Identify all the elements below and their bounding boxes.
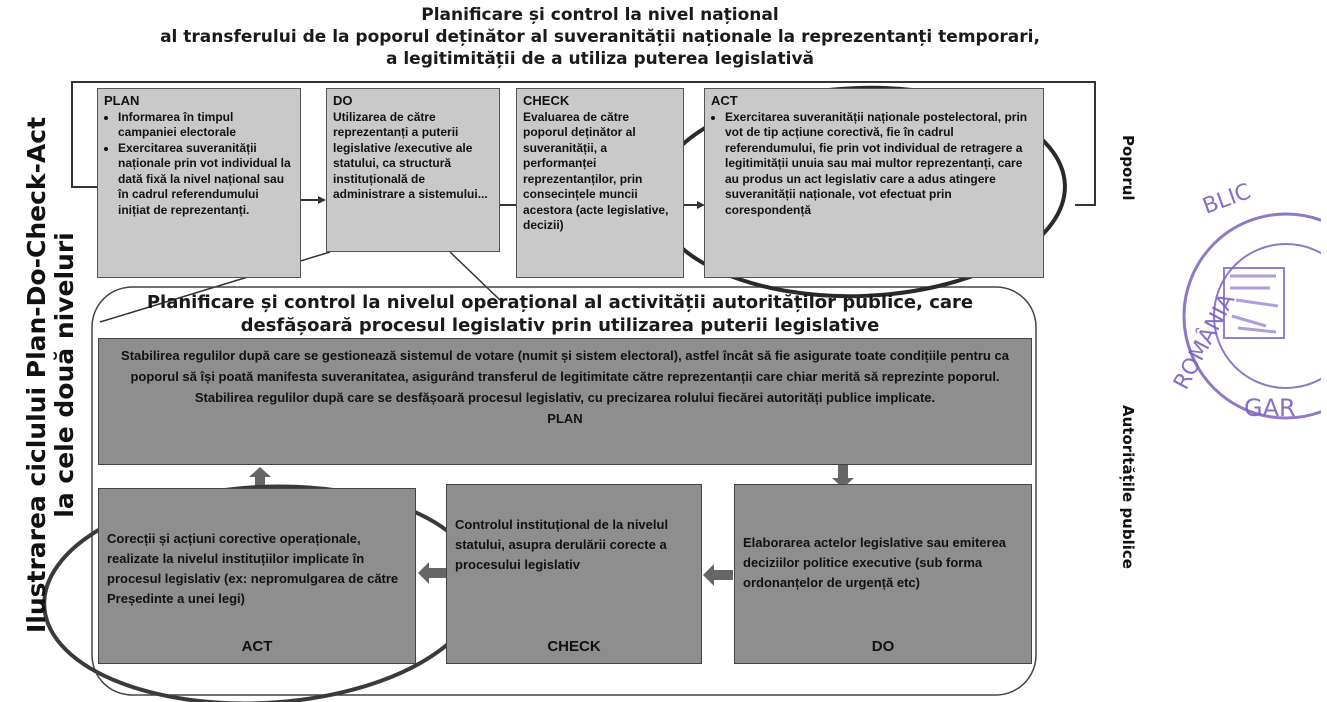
right-label-autoritati: Autoritățile publice (1119, 405, 1137, 569)
arrowhead-check-act (697, 201, 705, 209)
arrow-check-act-head (418, 562, 429, 584)
operational-do-box: Elaborarea actelor legislative sau emite… (734, 484, 1032, 664)
operational-plan-text: Stabilirea regulilor după care se gestio… (121, 348, 1009, 405)
national-do-text: Utilizarea de către reprezentanți a pute… (333, 109, 488, 202)
arrowhead-plan-do (318, 196, 326, 204)
operational-plan-label: PLAN (547, 411, 583, 426)
national-act-bullet-1: Exercitarea suveranității naționale post… (725, 110, 1037, 219)
national-level-title: Planificare și control la nivel național… (60, 4, 1140, 70)
national-plan-list: Informarea în timpul campaniei electoral… (104, 110, 294, 219)
arrow-do-check-stem (713, 570, 733, 580)
operational-title-line-2: desfășoară procesul legislativ prin util… (240, 315, 880, 336)
national-do-box: DO Utilizarea de către reprezentanți a p… (326, 88, 500, 252)
left-title-line-1: Ilustrarea ciclului Plan-Do-Check-Act (22, 116, 51, 634)
operational-title: Planificare și control la nivelul operaț… (110, 291, 1010, 337)
operational-act-box: Corecții și acțiuni corective operaționa… (98, 488, 416, 664)
operational-container (91, 286, 1037, 696)
operational-act-text: Corecții și acțiuni corective operaționa… (107, 531, 399, 606)
operational-plan-box: Stabilirea regulilor după care se gestio… (98, 338, 1032, 465)
arrow-do-check-head (703, 564, 714, 586)
national-check-heading: CHECK (523, 93, 570, 108)
zoom-line-right (449, 251, 501, 301)
national-act-box: ACT Exercitarea suveranității naționale … (704, 88, 1044, 278)
national-check-box: CHECK Evaluarea de către poporul deținăt… (516, 88, 684, 278)
operational-do-text: Elaborarea actelor legislative sau emite… (743, 535, 1007, 590)
national-act-list: Exercitarea suveranității naționale post… (711, 110, 1037, 219)
arrow-check-act-stem (428, 568, 448, 578)
title-line-1: Planificare și control la nivel național (421, 5, 779, 25)
national-act-heading: ACT (711, 93, 738, 108)
national-do-heading: DO (333, 93, 353, 108)
arrow-act-up-head (249, 467, 271, 477)
operational-check-box: Controlul instituțional de la nivelul st… (446, 484, 702, 664)
national-plan-heading: PLAN (104, 93, 140, 108)
national-check-text: Evaluarea de către poporul deținător al … (523, 109, 669, 233)
right-label-poporul: Poporul (1119, 135, 1137, 201)
stamp-text-bottom: GAR (1244, 394, 1296, 422)
title-line-3: a legitimității de a utiliza puterea leg… (385, 49, 815, 69)
national-plan-bullet-1: Informarea în timpul campaniei electoral… (118, 110, 294, 141)
arrow-plan-down-stem (838, 465, 848, 479)
national-plan-box: PLAN Informarea în timpul campaniei elec… (97, 88, 301, 278)
arrow-act-up-stem (255, 476, 265, 490)
feedback-loop-line (71, 81, 1096, 206)
operational-check-label: CHECK (547, 638, 601, 655)
title-line-2: al transferului de la poporul deținător … (160, 27, 1040, 47)
stamp-seal: BLIC ROMÂNIA GAR (1168, 179, 1321, 422)
operational-act-label: ACT (241, 638, 273, 655)
operational-do-label: DO (871, 638, 895, 655)
left-title-line-2: la cele două niveluri (50, 232, 79, 518)
national-plan-bullet-2: Exercitarea suveranității naționale prin… (118, 141, 294, 219)
arrow-plan-down-head (832, 478, 854, 488)
stamp-text-top: BLIC (1200, 179, 1255, 219)
operational-title-line-1: Planificare și control la nivelul operaț… (146, 292, 974, 313)
left-vertical-title: Ilustrarea ciclului Plan-Do-Check-Act la… (22, 95, 79, 655)
operational-check-text: Controlul instituțional de la nivelul st… (455, 517, 669, 572)
